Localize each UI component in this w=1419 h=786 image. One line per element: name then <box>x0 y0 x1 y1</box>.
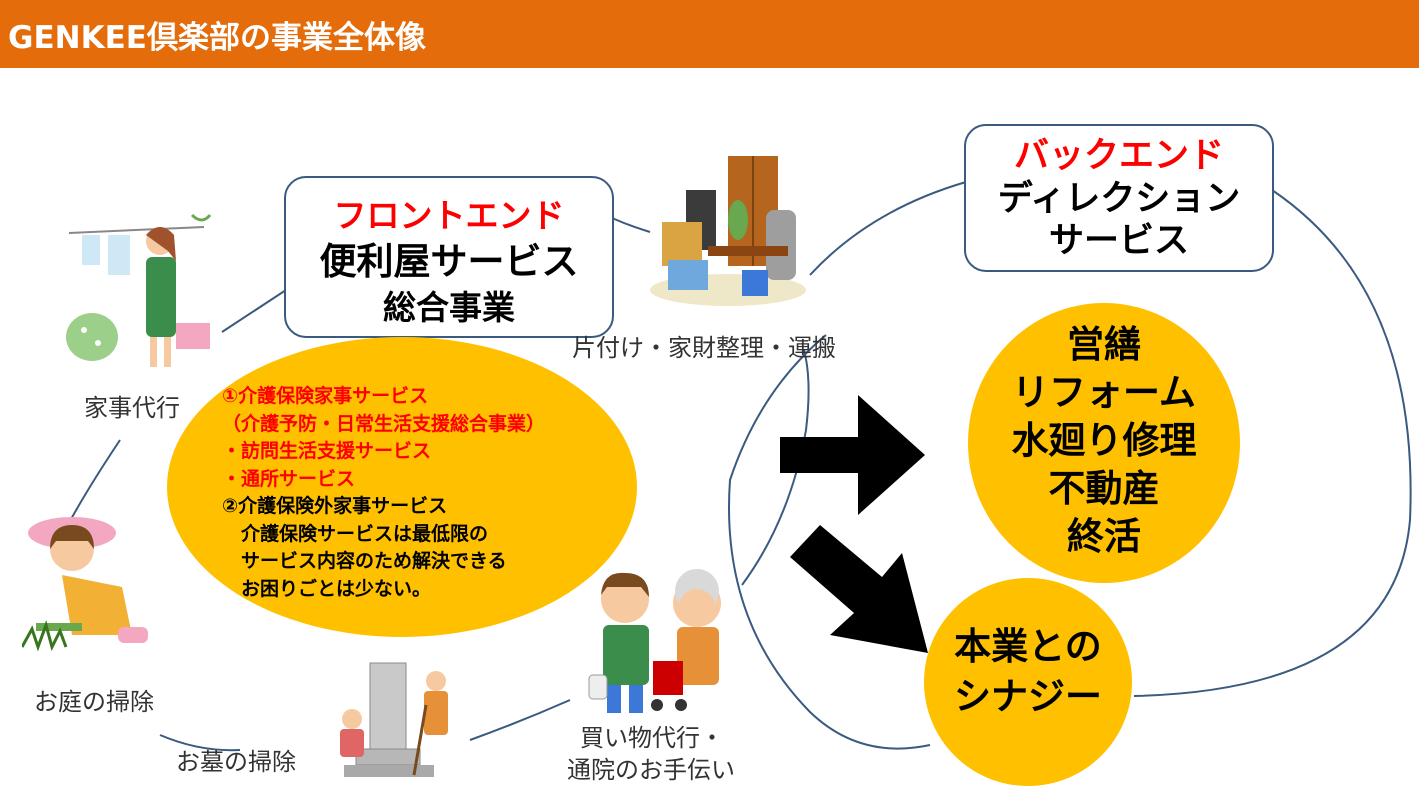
label-grave: お墓の掃除 <box>176 748 296 776</box>
label-garden: お庭の掃除 <box>34 688 154 716</box>
ellipse-line-3: ・訪問生活支援サービス <box>222 440 432 462</box>
left-cycle-line-bottom-left <box>159 734 241 752</box>
laundry-woman-icon <box>66 213 212 367</box>
ellipse-line-4: ・通所サービス <box>222 467 356 490</box>
frontend-title: フロントエンド <box>333 196 565 235</box>
furniture-pile-icon <box>650 156 806 306</box>
right-cycle-line <box>809 181 967 276</box>
label-shopping-1: 買い物代行・ <box>580 724 724 752</box>
left-cycle-line-top-right <box>611 217 651 233</box>
ellipse-line-8: お困りごとは少ない。 <box>222 577 432 600</box>
label-tidying: 片付け・家財整理・運搬 <box>572 334 836 362</box>
backend-item-endoflife: 終活 <box>1067 515 1141 558</box>
backend-services-circle: 営繕 リフォーム 水廻り修理 不動産 終活 <box>968 303 1240 583</box>
ellipse-line-6: 介護保険サービスは最低限の <box>222 522 489 545</box>
ellipse-line-1: ①介護保険家事サービス <box>222 385 429 407</box>
backend-title: バックエンド <box>1013 136 1224 176</box>
frontend-business: 総合事業 <box>383 288 515 327</box>
header-bar: GENKEE倶楽部の事業全体像 <box>0 0 1419 68</box>
label-shopping-2: 通院のお手伝い <box>567 756 735 784</box>
right-cycle-line-inner <box>728 334 931 750</box>
backend-item-realestate: 不動産 <box>1048 467 1160 510</box>
label-housework: 家事代行 <box>84 394 180 422</box>
caregiver-elder-icon <box>588 569 721 713</box>
arrow-down-right-icon <box>790 525 928 653</box>
grave-cleaning-icon <box>340 662 448 777</box>
page-title: GENKEE倶楽部の事業全体像 <box>8 20 426 56</box>
left-cycle-line-top <box>221 289 287 333</box>
ellipse-line-5: ②介護保険外家事サービス <box>222 495 448 517</box>
left-cycle-line-bottom-right <box>469 699 571 741</box>
backend-item-reform: リフォーム <box>1012 371 1196 414</box>
synergy-circle: 本業との シナジー <box>924 578 1132 786</box>
frontend-box: フロントエンド 便利屋サービス 総合事業 <box>284 176 614 338</box>
synergy-line-2: シナジー <box>954 675 1102 718</box>
ellipse-line-2: （介護予防・日常生活支援総合事業） <box>222 412 546 435</box>
frontend-service: 便利屋サービス <box>319 240 579 283</box>
backend-direction: ディレクション <box>997 179 1241 219</box>
ellipse-line-7: サービス内容のため解決できる <box>222 550 507 572</box>
backend-item-plumbing: 水廻り修理 <box>1011 419 1197 462</box>
synergy-line-1: 本業との <box>954 625 1102 668</box>
arrow-right-icon <box>780 395 925 515</box>
backend-box: バックエンド ディレクション サービス <box>964 124 1274 272</box>
right-cycle-line-outer <box>1133 189 1412 697</box>
gardening-woman-icon <box>22 517 148 652</box>
frontend-ellipse <box>167 337 637 637</box>
ellipse-text: ①介護保険家事サービス （介護予防・日常生活支援総合事業） ・訪問生活支援サービ… <box>222 383 545 603</box>
backend-item-maintenance: 営繕 <box>1067 323 1141 366</box>
backend-service: サービス <box>1048 221 1189 261</box>
